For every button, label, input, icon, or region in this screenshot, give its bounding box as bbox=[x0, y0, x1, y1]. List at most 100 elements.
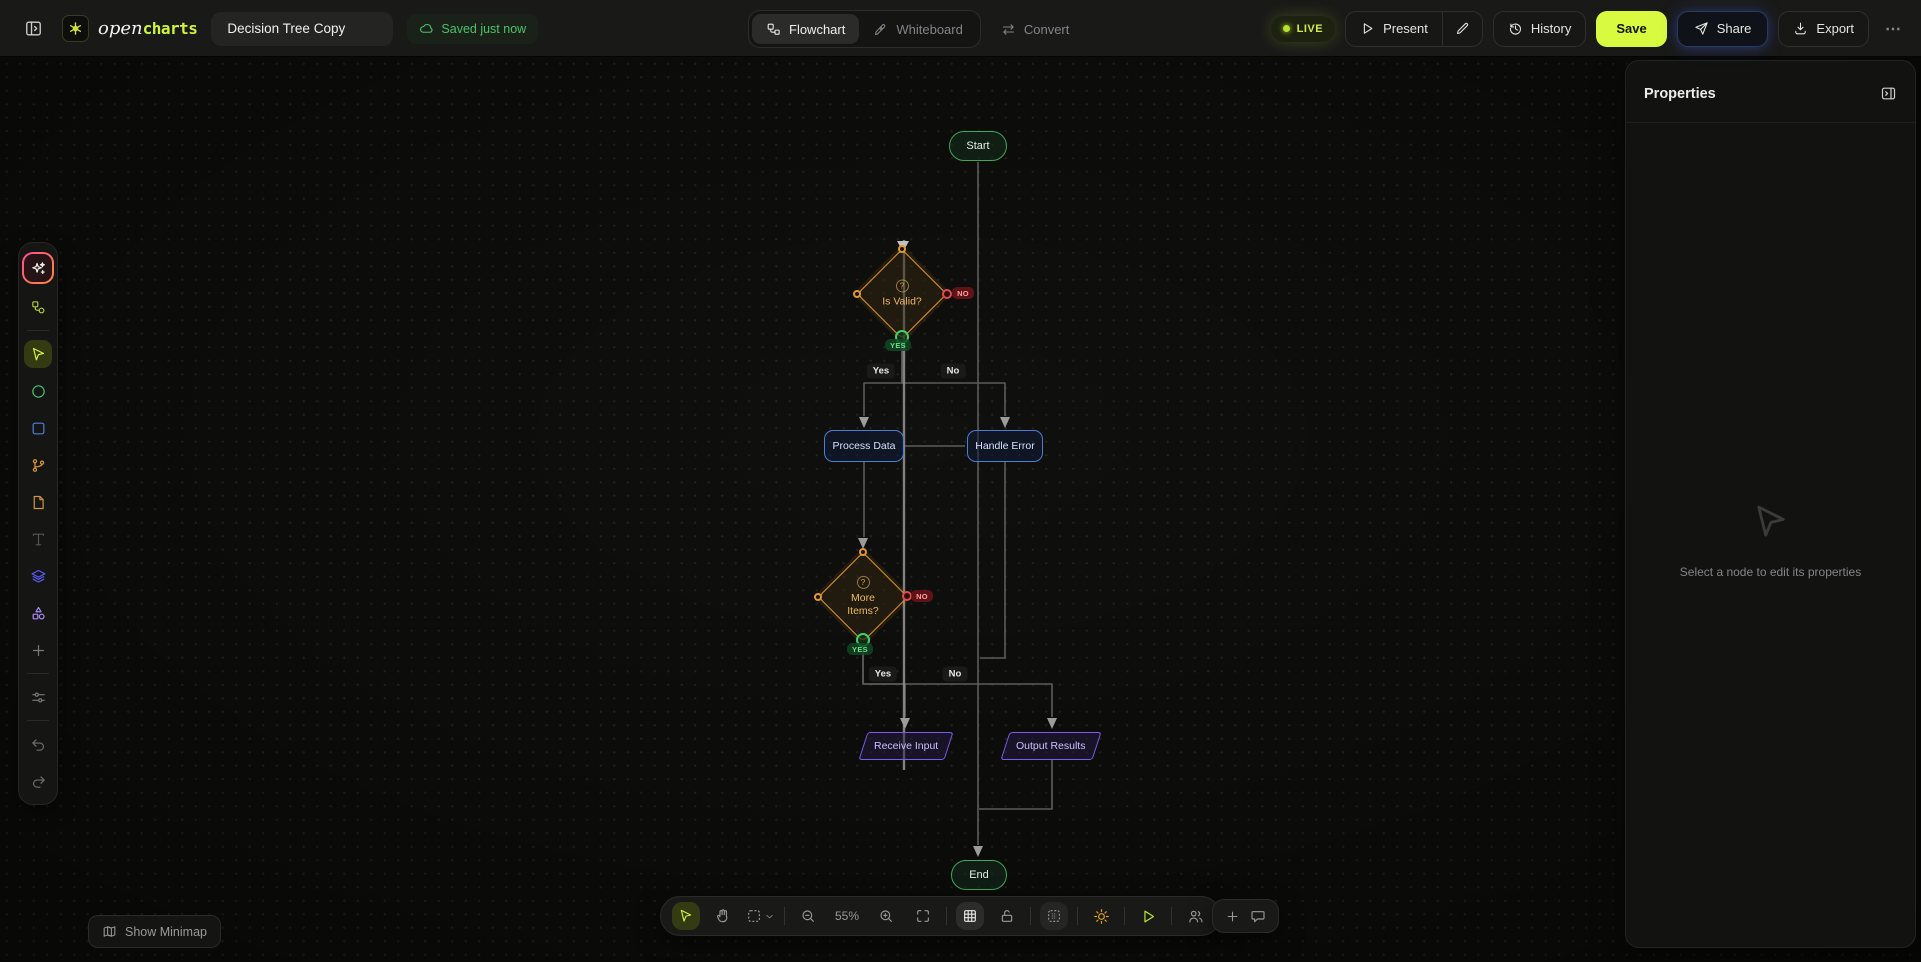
swap-arrows-icon bbox=[1002, 23, 1014, 35]
grid-icon bbox=[964, 910, 976, 922]
node-output-results[interactable]: Output Results bbox=[1000, 732, 1102, 760]
sliders-icon bbox=[31, 692, 45, 702]
show-minimap-label: Show Minimap bbox=[125, 924, 207, 939]
node-process-data[interactable]: Process Data bbox=[824, 430, 904, 462]
marquee-select-button[interactable] bbox=[746, 908, 775, 924]
panel-toggle-icon[interactable] bbox=[18, 14, 48, 44]
edge-label-yes: Yes bbox=[866, 363, 896, 379]
plus-icon[interactable] bbox=[1225, 909, 1240, 924]
layers-tool-button[interactable] bbox=[24, 562, 52, 590]
zoom-out-icon bbox=[802, 910, 814, 922]
canvas[interactable] bbox=[0, 57, 1921, 962]
grid-toggle-button[interactable] bbox=[956, 902, 985, 930]
history-clock-icon bbox=[1509, 23, 1521, 35]
text-icon bbox=[32, 533, 44, 545]
git-branch-icon bbox=[32, 458, 44, 472]
bottom-toolbar: 55% bbox=[660, 896, 1222, 936]
properties-panel: Properties Select a node to edit its pro… bbox=[1625, 60, 1916, 948]
properties-empty-text: Select a node to edit its properties bbox=[1679, 565, 1862, 579]
node-end[interactable]: End bbox=[951, 860, 1007, 890]
settings-tool-button[interactable] bbox=[24, 683, 52, 711]
port-yes-label: YES bbox=[885, 339, 911, 351]
mode-tabs: Flowchart Whiteboard bbox=[748, 10, 981, 48]
saved-status-badge: Saved just now bbox=[407, 13, 539, 44]
add-tool-button[interactable] bbox=[24, 636, 52, 664]
pencil-icon bbox=[1456, 22, 1468, 35]
port-left[interactable] bbox=[853, 290, 861, 298]
zoom-level[interactable]: 55% bbox=[835, 909, 860, 923]
circle-shape-icon bbox=[31, 384, 45, 398]
tab-flowchart[interactable]: Flowchart bbox=[752, 14, 860, 44]
file-tool-button[interactable] bbox=[24, 488, 52, 516]
toolbar-divider bbox=[27, 720, 49, 721]
edge-label-no: No bbox=[942, 666, 968, 682]
sun-icon bbox=[1093, 908, 1109, 924]
select-tool-button[interactable] bbox=[672, 902, 700, 930]
lock-toggle-button[interactable] bbox=[993, 902, 1021, 930]
text-tool-button[interactable] bbox=[24, 525, 52, 553]
tab-whiteboard[interactable]: Whiteboard bbox=[859, 14, 976, 44]
port-yes-label: YES bbox=[847, 643, 873, 655]
ai-assistant-button[interactable] bbox=[22, 252, 54, 284]
node-output-results-label: Output Results bbox=[1016, 740, 1086, 752]
port-no[interactable] bbox=[942, 289, 952, 299]
select-tool-button[interactable] bbox=[24, 340, 52, 368]
node-start-label: Start bbox=[966, 140, 990, 152]
port-top[interactable] bbox=[898, 245, 906, 253]
fit-view-button[interactable] bbox=[909, 902, 937, 930]
live-dot-icon bbox=[1282, 25, 1290, 32]
theme-toggle-button[interactable] bbox=[1087, 902, 1115, 930]
node-start[interactable]: Start bbox=[949, 131, 1007, 161]
comment-bubble-icon[interactable] bbox=[1250, 908, 1266, 924]
question-badge-icon: ? bbox=[856, 575, 870, 589]
hand-icon bbox=[717, 909, 728, 923]
run-button[interactable] bbox=[1134, 902, 1162, 930]
toolbar-divider bbox=[27, 673, 49, 674]
branch-tool-button[interactable] bbox=[24, 451, 52, 479]
export-button[interactable]: Export bbox=[1778, 10, 1869, 47]
rectangle-tool-button[interactable] bbox=[24, 414, 52, 442]
present-group: Present bbox=[1345, 10, 1483, 47]
pan-tool-button[interactable] bbox=[709, 902, 737, 930]
present-button[interactable]: Present bbox=[1346, 12, 1442, 46]
node-is-valid-label: ? Is Valid? bbox=[882, 279, 922, 308]
circle-tool-button[interactable] bbox=[24, 377, 52, 405]
cursor-watermark-icon bbox=[1756, 505, 1785, 537]
collaborators-button[interactable] bbox=[1181, 902, 1209, 930]
port-left[interactable] bbox=[814, 593, 822, 601]
snap-grid-button[interactable] bbox=[1040, 902, 1069, 930]
logo-hex-icon bbox=[62, 15, 89, 42]
collapse-panel-icon[interactable] bbox=[1880, 85, 1897, 102]
show-minimap-button[interactable]: Show Minimap bbox=[88, 915, 221, 948]
share-button[interactable]: Share bbox=[1676, 10, 1769, 47]
left-toolbar bbox=[18, 242, 58, 805]
redo-button[interactable] bbox=[24, 767, 52, 795]
tab-convert[interactable]: Convert bbox=[991, 12, 1080, 46]
shapes-tool-button[interactable] bbox=[24, 599, 52, 627]
fit-view-icon bbox=[917, 910, 929, 922]
save-button[interactable]: Save bbox=[1596, 10, 1667, 47]
pen-nib-icon bbox=[875, 23, 886, 35]
zoom-in-button[interactable] bbox=[872, 902, 900, 930]
node-receive-input[interactable]: Receive Input bbox=[858, 732, 954, 760]
play-icon bbox=[1143, 910, 1154, 922]
edit-button[interactable] bbox=[1443, 12, 1482, 46]
connector-tool-button[interactable] bbox=[24, 293, 52, 321]
history-button[interactable]: History bbox=[1492, 10, 1587, 47]
zoom-out-button[interactable] bbox=[794, 902, 822, 930]
port-top[interactable] bbox=[859, 548, 867, 556]
more-menu-button[interactable]: ⋯ bbox=[1885, 20, 1903, 38]
nodes-icon bbox=[767, 23, 780, 35]
cursor-icon bbox=[680, 909, 692, 922]
document-title-field[interactable]: Decision Tree Copy bbox=[211, 11, 394, 46]
square-shape-icon bbox=[32, 422, 44, 434]
cloud-icon bbox=[420, 24, 433, 33]
node-handle-error[interactable]: Handle Error bbox=[967, 430, 1043, 462]
shapes-icon bbox=[32, 606, 45, 619]
edge-label-no: No bbox=[940, 363, 966, 379]
redo-icon bbox=[32, 775, 45, 788]
undo-button[interactable] bbox=[24, 730, 52, 758]
plus-icon bbox=[32, 644, 44, 656]
node-more-items-label: ? More Items? bbox=[847, 575, 879, 617]
